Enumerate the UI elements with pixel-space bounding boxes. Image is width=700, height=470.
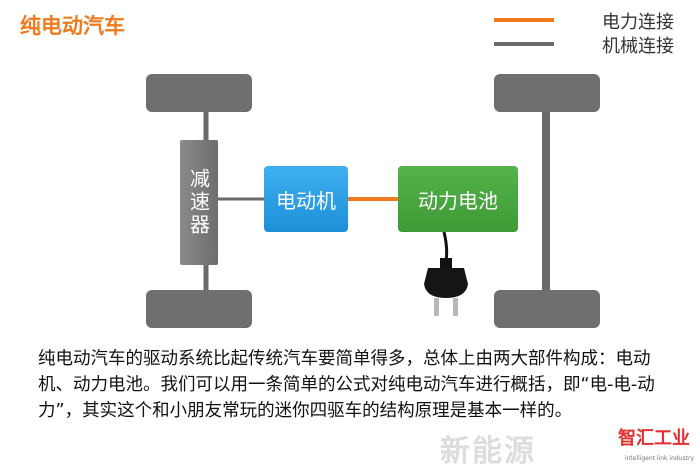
diagram-title: 纯电动汽车: [20, 14, 125, 38]
battery-label: 动力电池: [418, 188, 498, 213]
watermark-text: 新能源: [440, 434, 536, 469]
legend-item-mechanical: 机械连接: [494, 32, 674, 57]
watermark-logo-subtext: intelligent link industry: [624, 455, 694, 462]
wheel-rear-right: [494, 290, 600, 328]
legend-label-mechanical: 机械连接: [602, 36, 674, 57]
reducer-label: 减速器: [186, 168, 211, 237]
battery-box: 动力电池: [398, 166, 518, 232]
description-paragraph: 纯电动汽车的驱动系统比起传统汽车要简单得多，总体上由两大部件构成：电动机、动力电…: [38, 349, 655, 421]
wheel-front-right: [146, 290, 252, 328]
watermark-logo: 智汇工业 intelligent link industry: [608, 386, 700, 468]
legend-swatch-mechanical: [494, 42, 554, 46]
legend: 电力连接 机械连接: [494, 8, 674, 57]
reducer-box: 减速器: [180, 140, 218, 265]
watermark-logo-text: 智汇工业: [618, 428, 690, 449]
legend-item-electric: 电力连接: [494, 8, 674, 33]
legend-label-electric: 电力连接: [602, 12, 674, 33]
motor-label: 电动机: [276, 188, 336, 213]
wheel-front-left: [146, 74, 252, 112]
wheel-rear-left: [494, 74, 600, 112]
legend-swatch-electric: [494, 18, 554, 22]
charging-plug-icon: [424, 231, 468, 316]
motor-box: 电动机: [264, 166, 348, 232]
